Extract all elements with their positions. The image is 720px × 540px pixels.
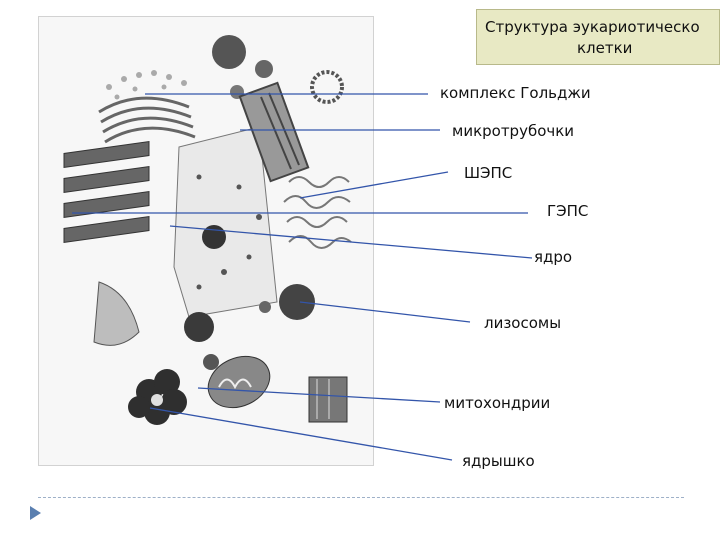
triangle-bullet-icon bbox=[30, 506, 41, 520]
line-sheps bbox=[300, 172, 448, 198]
line-lysosomes bbox=[300, 302, 470, 322]
label-golgi: комплекс Гольджи bbox=[440, 84, 591, 102]
line-nucleus bbox=[170, 226, 532, 258]
label-mitochondria: митохондрии bbox=[444, 394, 550, 412]
label-sheps: ШЭПС bbox=[464, 164, 512, 182]
label-microtubules: микротрубочки bbox=[452, 122, 574, 140]
bottom-divider bbox=[38, 497, 684, 498]
label-lysosomes: лизосомы bbox=[484, 314, 561, 332]
label-nucleolus: ядрышко bbox=[462, 452, 535, 470]
line-mitochondria bbox=[198, 388, 440, 402]
line-nucleolus bbox=[150, 408, 452, 460]
label-geps: ГЭПС bbox=[547, 202, 588, 220]
label-nucleus: ядро bbox=[534, 248, 572, 266]
